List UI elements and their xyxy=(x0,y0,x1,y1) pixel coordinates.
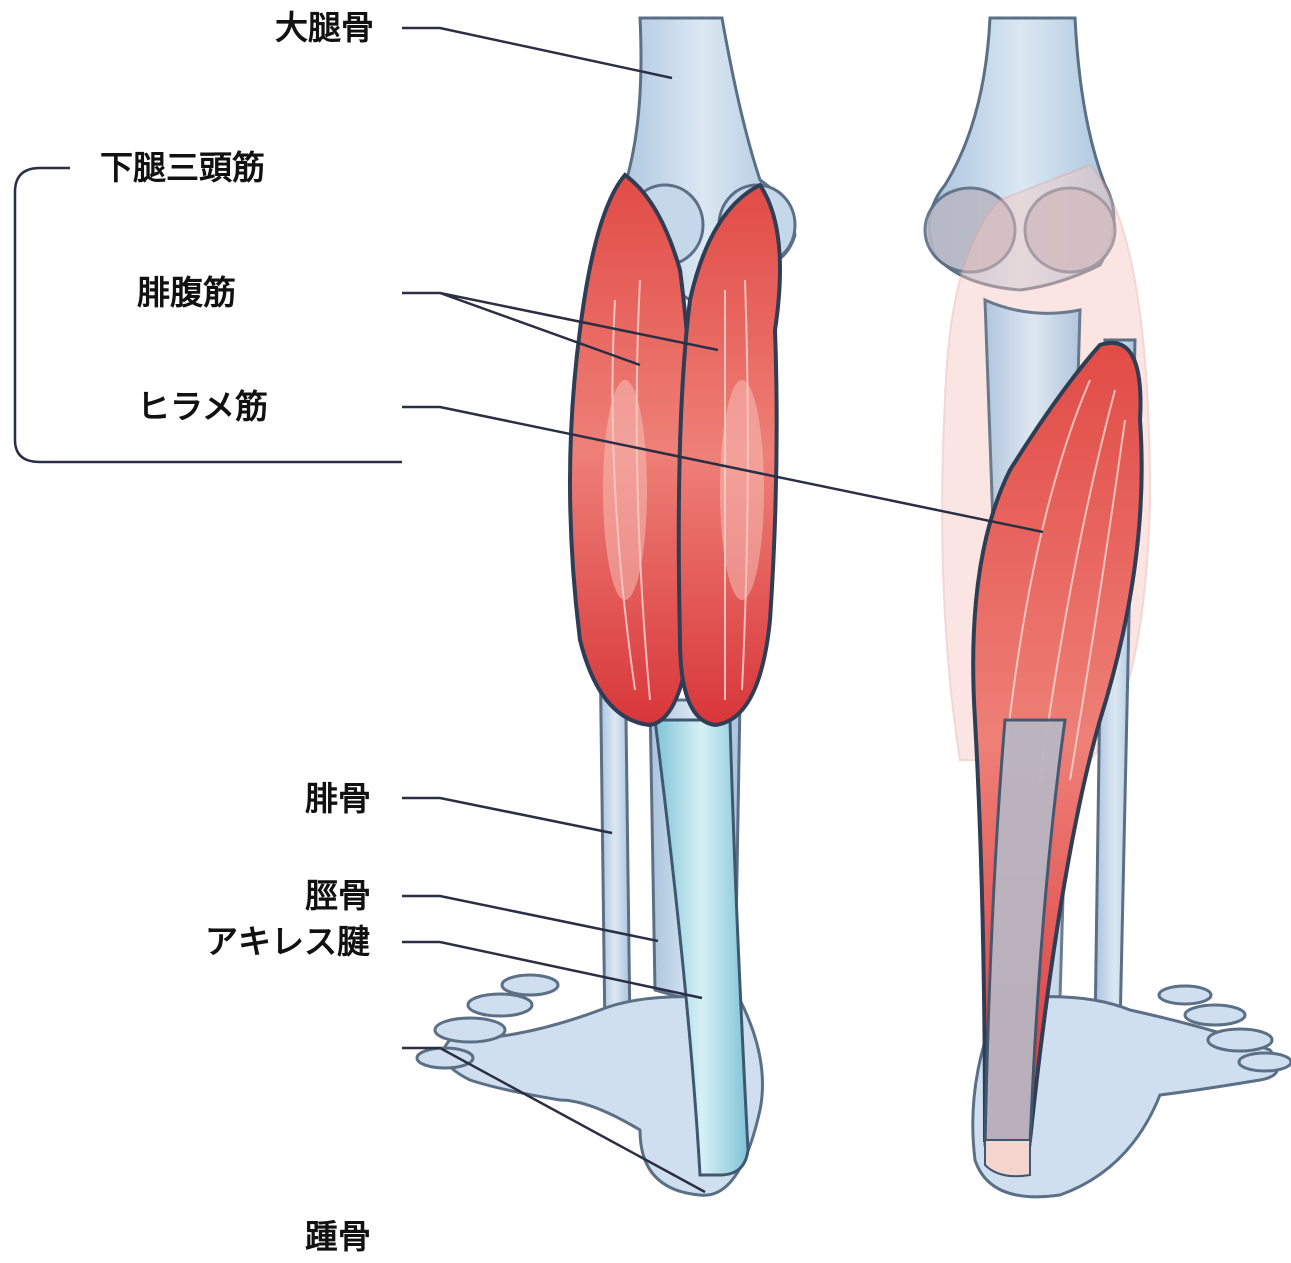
achilles-tendon-label: アキレス腱 xyxy=(205,925,370,958)
fibula-leader-line xyxy=(402,798,612,833)
calcaneus-label: 踵骨 xyxy=(305,1220,371,1253)
leader-lines xyxy=(15,28,1043,1192)
tibia-label: 脛骨 xyxy=(305,879,371,912)
right-leg xyxy=(925,18,1291,1197)
triceps-surae-label: 下腿三頭筋 xyxy=(100,151,265,184)
gastrocnemius-label: 腓腹筋 xyxy=(137,276,236,309)
femur-label: 大腿骨 xyxy=(275,11,374,44)
left-leg xyxy=(417,18,795,1195)
soleus-label: ヒラメ筋 xyxy=(137,390,268,423)
fibula-label: 腓骨 xyxy=(305,782,371,815)
femur-leader-line xyxy=(402,28,672,78)
